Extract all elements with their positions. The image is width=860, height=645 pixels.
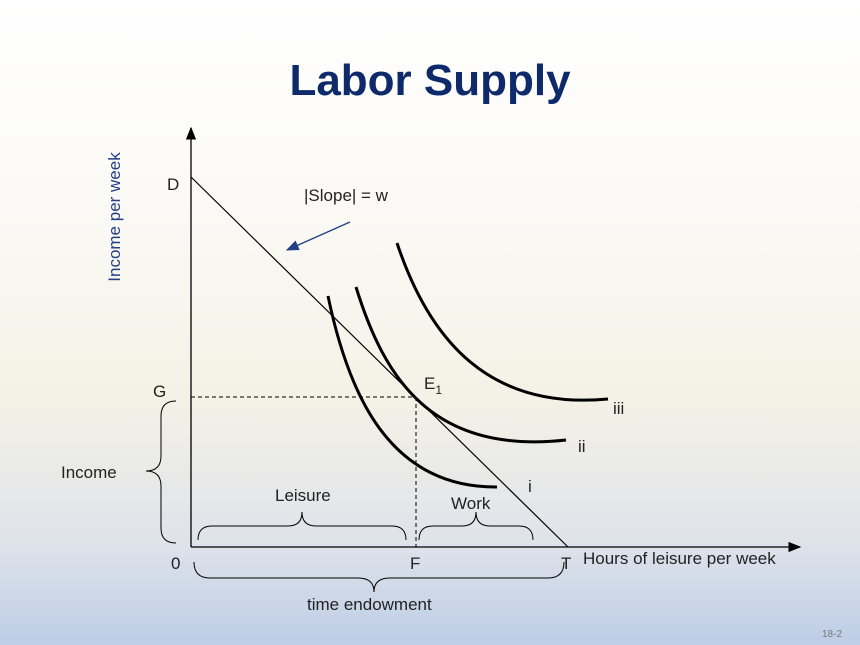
curve-label-iii: iii [613,399,624,418]
x-axis-label: Hours of leisure per week [583,549,776,568]
leisure-brace [197,511,407,541]
indifference-curve-i [326,295,498,489]
point-label-g: G [153,382,166,401]
work-brace-label: Work [451,494,491,513]
point-label-e: E [424,374,435,393]
curve-label-ii: ii [578,437,586,456]
budget-line [190,176,569,548]
income-brace-label: Income [61,463,117,482]
slope-pointer-arrow [285,221,351,251]
time-endowment-brace [193,561,565,593]
point-label-e1: E1 [424,374,442,397]
origin-label: 0 [171,554,180,573]
point-label-e-subscript: 1 [435,383,442,397]
point-label-d: D [167,175,179,194]
time-endowment-label: time endowment [307,595,432,614]
curve-label-i: i [528,477,532,496]
leisure-brace-label: Leisure [275,486,331,505]
indifference-curve-iii [395,242,609,402]
point-label-t: T [561,554,571,573]
indifference-curve-ii [354,286,567,444]
slope-label: |Slope| = w [304,186,389,205]
y-axis-label: Income per week [105,152,124,282]
slide-title: Labor Supply [289,56,571,105]
point-label-f: F [410,554,420,573]
work-brace [418,511,534,541]
income-brace [145,400,177,544]
slide-number: 18-2 [822,629,842,640]
